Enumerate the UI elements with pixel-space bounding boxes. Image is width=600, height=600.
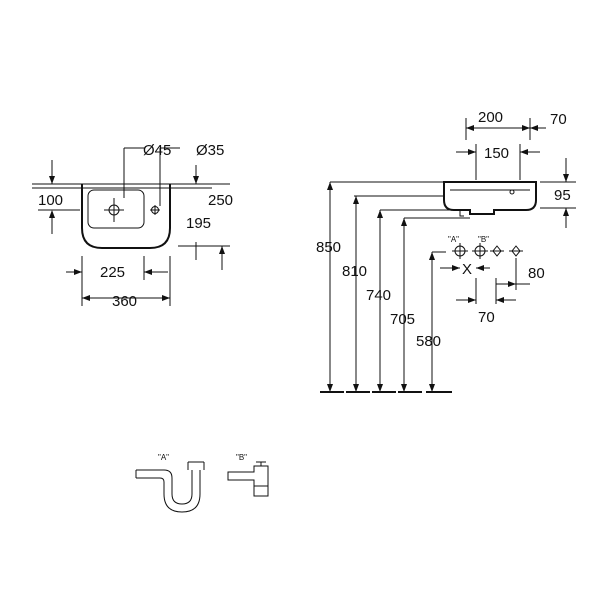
dim-740: 740 [366,287,391,304]
dim-195: 195 [186,215,211,232]
marker-a-top: "A" [448,235,459,244]
dim-705: 705 [390,311,415,328]
dim-250: 250 [208,192,233,209]
trap-b-bottle [227,465,269,497]
basin-profile [443,181,537,215]
marker-x: X [462,261,472,278]
dim-80: 80 [528,265,545,282]
dim-580: 580 [416,333,441,350]
dim-hole-35: Ø35 [196,142,224,159]
dim-70-top: 70 [550,111,567,128]
dim-150: 150 [484,145,509,162]
side-elevation: 200 70 150 95 850 [316,109,576,393]
dim-360: 360 [112,293,137,310]
dim-100: 100 [38,192,63,209]
trap-details: "A" "B" [135,453,269,513]
dim-70-bottom: 70 [478,309,495,326]
dim-850: 850 [316,239,341,256]
dim-hole-45: Ø45 [143,142,171,159]
dim-95: 95 [554,187,571,204]
trap-a-siphon [136,469,193,505]
basin-bowl-plan [87,189,145,229]
marker-b-top: "B" [478,235,489,244]
dim-225: 225 [100,264,125,281]
dim-810: 810 [342,263,367,280]
plan-view: Ø45 Ø35 100 250 195 225 360 [32,142,233,310]
trap-a-label: "A" [158,453,169,462]
basin-outline-plan [81,184,171,249]
trap-b-label: "B" [236,453,247,462]
connection-symbols [452,243,523,259]
dim-200: 200 [478,109,503,126]
